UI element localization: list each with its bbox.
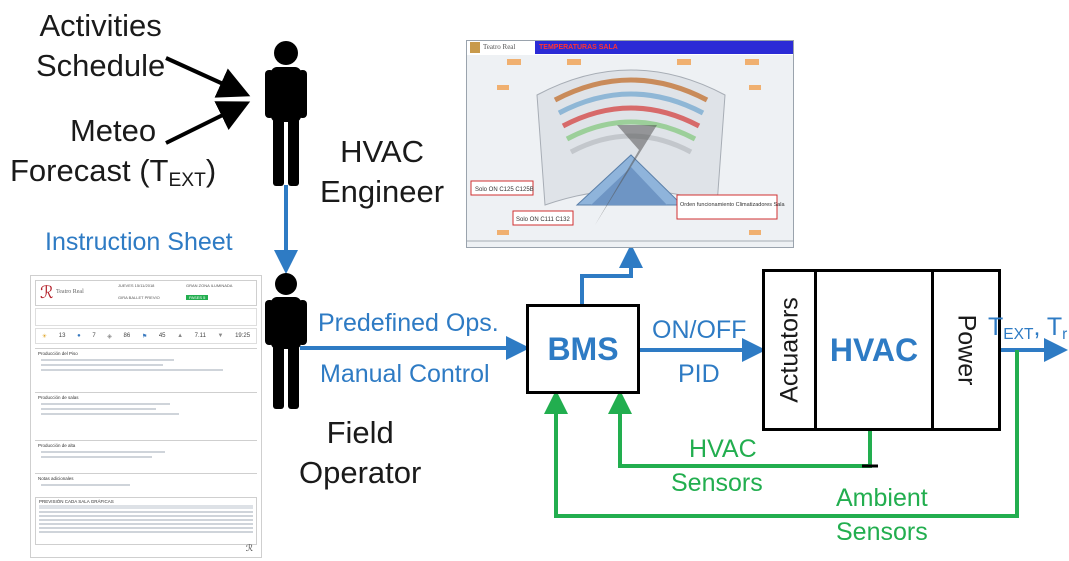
doc-section-title-4: Notas adicionales [38, 476, 74, 481]
operator-line2: Operator [299, 455, 422, 491]
scada-screenshot: Teatro Real TEMPERATURAS SALA Solo ON C1… [466, 40, 794, 248]
engineer-person-icon [265, 41, 307, 186]
doc-section-3: Producción de alta [35, 440, 257, 471]
scada-logo-icon [470, 42, 480, 53]
weather-wind-icon: ⚑ [141, 333, 148, 340]
ambient-sensors-label: Ambient Sensors [836, 482, 928, 550]
weather-value-6: 19:25 [235, 333, 251, 339]
hvac-sensors-label: HVAC Sensors [671, 433, 763, 501]
weather-sunset-icon: ▼ [217, 333, 224, 339]
hvac-main-label: HVAC [829, 331, 919, 368]
field-operator-label: Field Operator [299, 413, 421, 494]
doc-subheader [35, 308, 257, 326]
weather-drop-icon: ● [77, 333, 81, 339]
hvac-sensors-line2: Sensors [671, 468, 763, 497]
bms-block: BMS [526, 304, 640, 394]
power-section: Power [931, 272, 998, 428]
manual-control-label: Manual Control [320, 360, 490, 388]
weather-value-2: 7 [92, 333, 96, 339]
activities-line: Activities [39, 8, 162, 43]
scada-note-2: Solo ON C111 C132 [516, 217, 570, 223]
weather-sunrise-icon: ▲ [177, 333, 184, 339]
doc-section-2: Producción de salas [35, 392, 257, 437]
instruction-sheet-document: ℛ Teatro Real JUEVES 15/11/2018 GIRA BAL… [30, 275, 262, 558]
operator-line1: Field [326, 415, 394, 450]
hvac-sensors-feedback [608, 390, 872, 468]
engineer-line1: HVAC [340, 134, 424, 169]
doc-logo-icon: ℛ [40, 283, 54, 302]
weather-value-3: 86 [123, 333, 131, 339]
meteo-line: Meteo [69, 113, 157, 148]
scada-note-1: Solo ON C125 C125B [475, 187, 534, 193]
schedule-line: Schedule [36, 48, 166, 84]
meteo-arrow [165, 101, 251, 145]
pid-label: PID [678, 360, 720, 388]
scada-brand: Teatro Real [483, 43, 516, 51]
operator-person-icon [265, 273, 307, 409]
onoff-label: ON/OFF [652, 316, 747, 344]
auditorium-schematic: Solo ON C125 C125B Solo ON C111 C132 Ord… [467, 55, 793, 247]
power-label: Power [952, 314, 981, 386]
doc-section-title-2: Producción de salas [38, 395, 79, 400]
actuators-section: Actuators [765, 272, 817, 428]
activities-schedule-label: Activities Schedule [36, 6, 165, 87]
bms-label: BMS [547, 330, 619, 367]
doc-header: ℛ Teatro Real JUEVES 15/11/2018 GIRA BAL… [35, 280, 257, 306]
doc-table-title: PREVISIÓN CADA SALA GRÁFICAS [39, 499, 114, 504]
doc-header-cell-4: PASES 5 [186, 295, 209, 300]
doc-section-4: Notas adicionales [35, 473, 257, 494]
output-temperatures-label: TEXT, Tr [988, 313, 1068, 343]
ambient-sensors-feedback [544, 350, 1019, 518]
ambient-sensors-line1: Ambient [836, 484, 928, 512]
activities-arrow [165, 56, 251, 98]
scada-titlebar: Teatro Real TEMPERATURAS SALA [467, 41, 793, 56]
ambient-sensors-line2: Sensors [836, 517, 928, 546]
meteo-forecast-label: Meteo Forecast (TEXT) [10, 111, 216, 194]
doc-header-cell-1: JUEVES 15/11/2018 [118, 283, 155, 288]
doc-section-title-1: Producción del Piso [38, 351, 78, 356]
doc-brand: Teatro Real [56, 289, 84, 295]
scada-note-3: Orden funcionamiento Climatizadores Sala [680, 202, 785, 208]
weather-value-4: 45 [158, 333, 166, 339]
doc-header-cell-3: GRAN ZONA ILUMINADA [186, 283, 233, 288]
actuators-label: Actuators [775, 297, 803, 403]
hvac-block: Actuators HVAC Power [762, 269, 1001, 431]
weather-sun-icon: ☀ [41, 333, 48, 340]
doc-section-title-3: Producción de alta [38, 443, 76, 448]
hvac-sensors-line1: HVAC [689, 435, 757, 463]
weather-value-5: 7.11 [194, 333, 206, 339]
weather-value-1: 13 [58, 333, 66, 339]
doc-footer-logo-icon: ℛ [245, 543, 253, 553]
doc-table: PREVISIÓN CADA SALA GRÁFICAS [35, 497, 257, 545]
doc-weather-row: ☀ 13 ● 7 ◈ 86 ⚑ 45 ▲ 7.11 ▼ 19:25 [35, 328, 257, 344]
bms-to-scada-arrow [580, 244, 643, 304]
engineer-line2: Engineer [320, 174, 445, 210]
instruction-sheet-label: Instruction Sheet [45, 228, 233, 256]
predefined-ops-label: Predefined Ops. [318, 309, 499, 337]
forecast-line: Forecast (TEXT) [10, 153, 217, 192]
scada-title: TEMPERATURAS SALA [535, 41, 793, 54]
doc-header-cell-2: GIRA BALLET PREVIO [118, 295, 160, 300]
weather-humidity-icon: ◈ [107, 333, 112, 340]
doc-section-1: Producción del Piso [35, 348, 257, 389]
hvac-engineer-label: HVAC Engineer [320, 132, 444, 213]
